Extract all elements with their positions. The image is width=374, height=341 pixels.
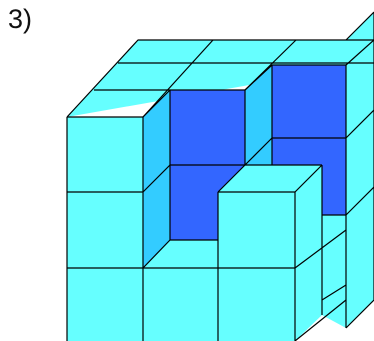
dark-face-upper-left <box>170 90 245 165</box>
top-face <box>67 40 374 117</box>
front-left-column <box>67 117 143 341</box>
dark-face-lower-right <box>272 138 346 215</box>
front-bottom-row <box>143 268 218 341</box>
front-pillar <box>218 192 295 341</box>
question-number: 3) <box>8 4 33 34</box>
grid-lines <box>66 11 374 341</box>
back-right-face <box>346 12 374 328</box>
pillar-side <box>295 165 322 341</box>
dark-face-upper-right <box>272 65 346 138</box>
pillar-top <box>218 165 322 192</box>
floor-step <box>143 240 218 268</box>
